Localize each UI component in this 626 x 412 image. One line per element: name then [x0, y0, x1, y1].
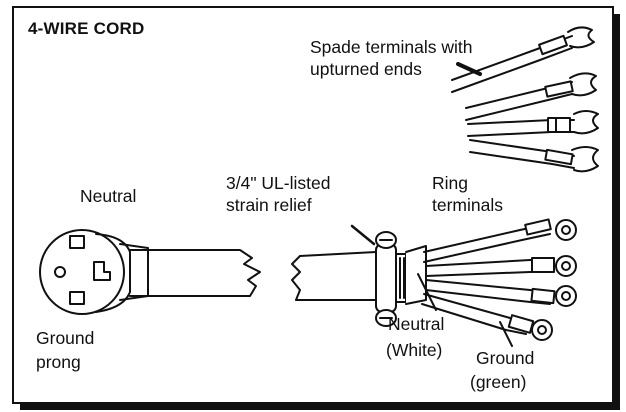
- ring-terminals-label-line2: terminals: [432, 195, 503, 215]
- spade-terminal-4: [571, 146, 599, 173]
- bottom-slot: [69, 291, 85, 305]
- strain-relief: [350, 224, 427, 327]
- ground-prong-label-line1: Ground: [36, 328, 95, 348]
- spade-terminal-3: [573, 110, 599, 135]
- ring-terminal-2: [555, 255, 577, 277]
- ground-prong-label-line2: prong: [36, 352, 81, 372]
- cord-right-segment: [291, 251, 377, 301]
- ring-terminal-4: [531, 319, 553, 341]
- spade-terminals-label-line1: Spade terminals with: [310, 37, 473, 57]
- spade-terminal-2: [569, 72, 597, 97]
- frame-shadow-right: [614, 14, 620, 410]
- ring-terminals-label-line1: Ring: [432, 173, 468, 193]
- ground-wire-label-line2: (green): [470, 372, 527, 392]
- frame-shadow-bottom: [20, 404, 620, 410]
- l-slot: [93, 261, 111, 281]
- ground-prong-hole: [54, 266, 66, 278]
- spade-terminal-wires: [451, 26, 599, 173]
- neutral-wire-label-line2: (White): [386, 340, 443, 360]
- neutral-slot: [69, 235, 85, 249]
- cord-left-segment: [147, 249, 261, 297]
- strain-relief-label-line1: 3/4" UL-listed: [226, 173, 331, 193]
- plug: [39, 229, 149, 315]
- strain-relief-label-line2: strain relief: [226, 195, 312, 215]
- plug-face: [39, 229, 125, 315]
- neutral-plug-label: Neutral: [80, 186, 137, 206]
- diagram-title: 4-WIRE CORD: [28, 19, 145, 38]
- spade-terminals-label-line2: upturned ends: [310, 59, 422, 79]
- diagram-frame: [12, 6, 614, 404]
- ring-terminal-3: [555, 285, 577, 307]
- spade-terminal-1: [567, 26, 595, 49]
- ring-terminal-wires: [417, 218, 577, 347]
- ring-terminal-1: [555, 219, 577, 241]
- ground-wire-label-line1: Ground: [476, 348, 535, 368]
- neutral-wire-label-line1: Neutral: [388, 314, 445, 334]
